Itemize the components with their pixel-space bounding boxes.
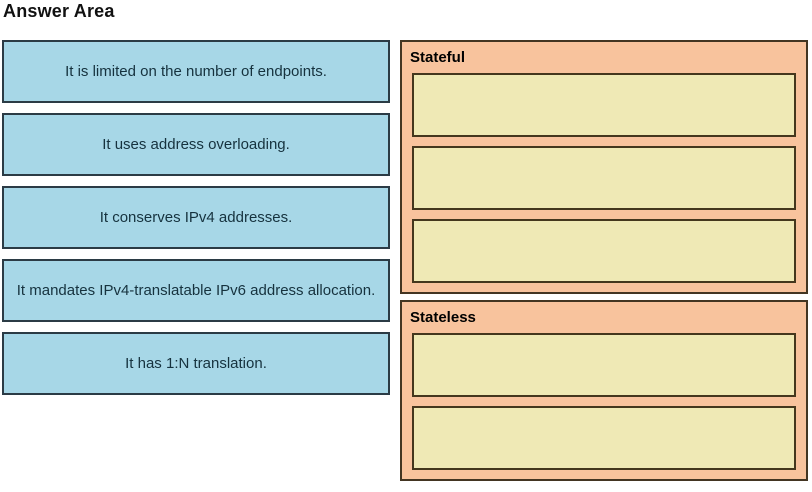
options-column: It is limited on the number of endpoints… bbox=[2, 40, 390, 395]
drop-slot-stateful-2[interactable] bbox=[412, 146, 796, 210]
drop-slot-stateless-2[interactable] bbox=[412, 406, 796, 470]
drag-option-address-overloading[interactable]: It uses address overloading. bbox=[2, 113, 390, 176]
drop-slot-stateful-1[interactable] bbox=[412, 73, 796, 137]
drag-option-ipv4-translatable-allocation[interactable]: It mandates IPv4-translatable IPv6 addre… bbox=[2, 259, 390, 322]
drop-group-stateless-title: Stateless bbox=[410, 309, 476, 326]
drag-option-limited-endpoints[interactable]: It is limited on the number of endpoints… bbox=[2, 40, 390, 103]
page-title: Answer Area bbox=[3, 1, 115, 21]
drop-slot-stateful-3[interactable] bbox=[412, 219, 796, 283]
drop-group-stateless: Stateless bbox=[400, 300, 808, 481]
drop-group-stateful-title: Stateful bbox=[410, 49, 466, 66]
drag-option-conserves-ipv4[interactable]: It conserves IPv4 addresses. bbox=[2, 186, 390, 249]
drop-group-stateful: Stateful bbox=[400, 40, 808, 294]
drop-slot-stateless-1[interactable] bbox=[412, 333, 796, 397]
drag-option-1n-translation[interactable]: It has 1:N translation. bbox=[2, 332, 390, 395]
